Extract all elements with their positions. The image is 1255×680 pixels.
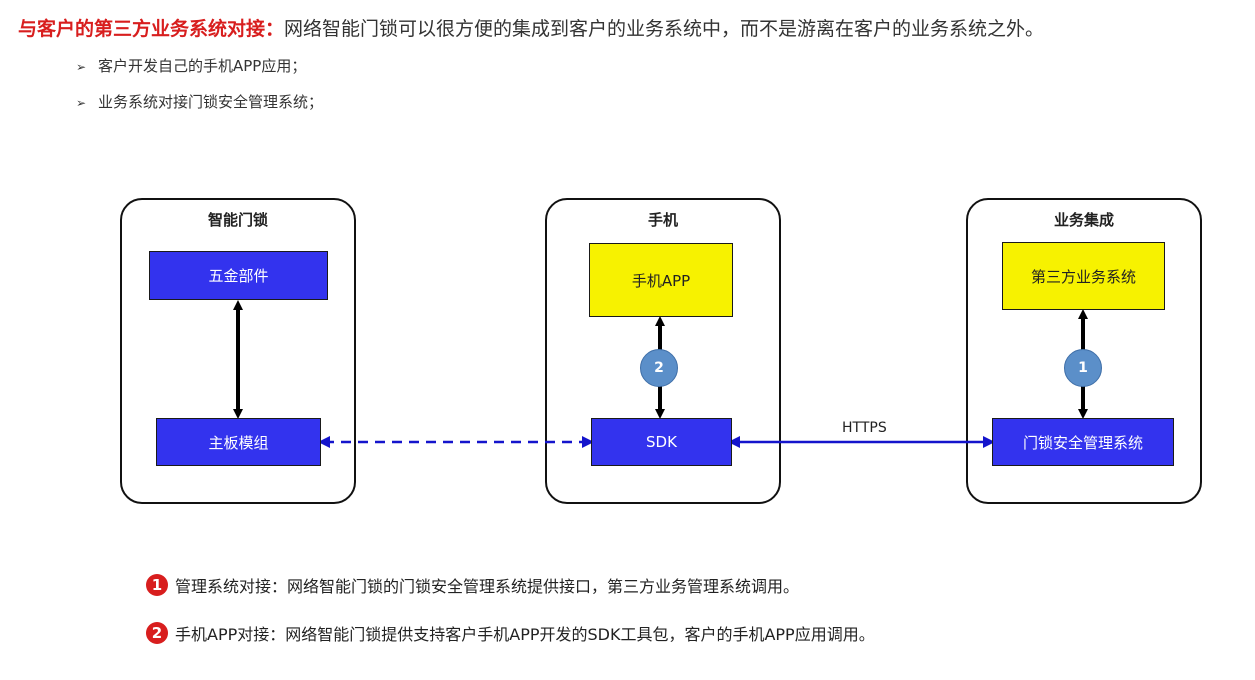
note-text: 管理系统对接：网络智能门锁的门锁安全管理系统提供接口，第三方业务管理系统调用。 (175, 577, 800, 596)
note-item: 2 手机APP对接：网络智能门锁提供支持客户手机APP开发的SDK工具包，客户的手… (146, 621, 875, 645)
badge-1: 1 (1064, 349, 1102, 387)
node-phone-app: 手机APP (589, 243, 733, 317)
node-mainboard: 主板模组 (156, 418, 321, 466)
bullet-arrow-icon: ➢ (76, 60, 87, 74)
https-label: HTTPS (842, 420, 887, 436)
headline-lead: 与客户的第三方业务系统对接： (18, 18, 285, 40)
note-number-icon: 2 (146, 622, 168, 644)
node-third-party-system: 第三方业务系统 (1002, 242, 1165, 310)
panel-title: 手机 (647, 211, 678, 229)
note-item: 1 管理系统对接：网络智能门锁的门锁安全管理系统提供接口，第三方业务管理系统调用。 (146, 573, 799, 597)
bullet-arrow-icon: ➢ (76, 96, 87, 110)
badge-2: 2 (640, 349, 678, 387)
bullet-item: ➢ 业务系统对接门锁安全管理系统； (76, 91, 323, 112)
bullet-item: ➢ 客户开发自己的手机APP应用； (76, 55, 306, 76)
bullet-text: 客户开发自己的手机APP应用； (98, 57, 307, 75)
note-text: 手机APP对接：网络智能门锁提供支持客户手机APP开发的SDK工具包，客户的手机… (175, 625, 875, 644)
note-number-icon: 1 (146, 574, 168, 596)
node-hardware: 五金部件 (149, 251, 328, 300)
headline-text: 网络智能门锁可以很方便的集成到客户的业务系统中，而不是游离在客户的业务系统之外。 (284, 18, 1045, 40)
panel-title: 业务集成 (1053, 211, 1114, 229)
node-sdk: SDK (591, 418, 732, 466)
headline: 与客户的第三方业务系统对接：网络智能门锁可以很方便的集成到客户的业务系统中，而不… (18, 14, 1044, 41)
panel-title: 智能门锁 (207, 211, 268, 229)
node-lock-security-system: 门锁安全管理系统 (992, 418, 1174, 466)
bullet-text: 业务系统对接门锁安全管理系统； (98, 93, 324, 111)
